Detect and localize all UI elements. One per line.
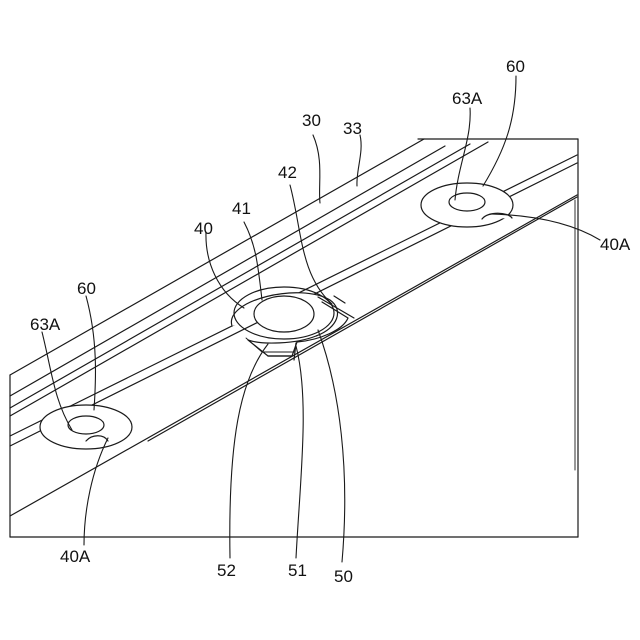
label-60-right: 60: [506, 57, 525, 76]
label-41: 41: [232, 199, 251, 218]
label-63a-right: 63A: [452, 89, 483, 108]
label-33: 33: [343, 119, 362, 138]
label-52: 52: [217, 561, 236, 580]
label-60-left: 60: [77, 279, 96, 298]
label-50: 50: [334, 567, 353, 586]
label-63a-left: 63A: [30, 315, 61, 334]
fastener-60-left: [40, 405, 132, 449]
label-40: 40: [194, 219, 213, 238]
label-42: 42: [278, 163, 297, 182]
label-30: 30: [302, 111, 321, 130]
boss-40: [231, 287, 354, 360]
fastener-60-right: [421, 183, 513, 227]
label-40a-right: 40A: [600, 235, 631, 254]
label-40a-left: 40A: [60, 547, 91, 566]
leader-lines: [42, 76, 600, 562]
reference-labels: 30 33 42 41 40 63A 60 40A 60 63A 40A 52 …: [30, 57, 631, 586]
label-51: 51: [288, 561, 307, 580]
